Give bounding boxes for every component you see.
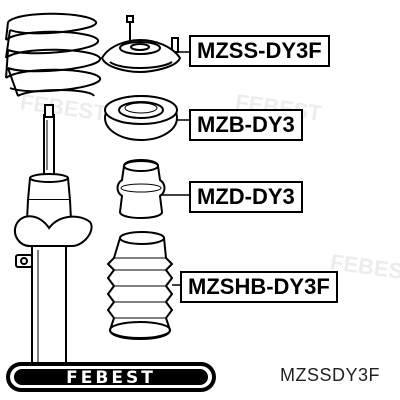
label-bump-stop[interactable]: MZD-DY3	[189, 181, 303, 213]
part-number: MZSSDY3F	[280, 365, 381, 385]
label-bearing[interactable]: MZB-DY3	[189, 109, 303, 141]
brand-logo: FEBEST	[6, 362, 216, 392]
bump-stop-drawing	[116, 159, 166, 219]
leader-lines	[162, 51, 190, 286]
shock-absorber-drawing	[14, 104, 93, 387]
bearing-drawing	[104, 95, 178, 141]
brand-logo-text: FEBEST	[66, 368, 156, 388]
label-dust-boot[interactable]: MZSHB-DY3F	[180, 271, 338, 303]
coil-spring-drawing	[5, 12, 102, 97]
label-top-mount[interactable]: MZSS-DY3F	[189, 35, 330, 67]
dust-boot-drawing	[106, 231, 174, 340]
top-mount-drawing	[100, 15, 182, 74]
